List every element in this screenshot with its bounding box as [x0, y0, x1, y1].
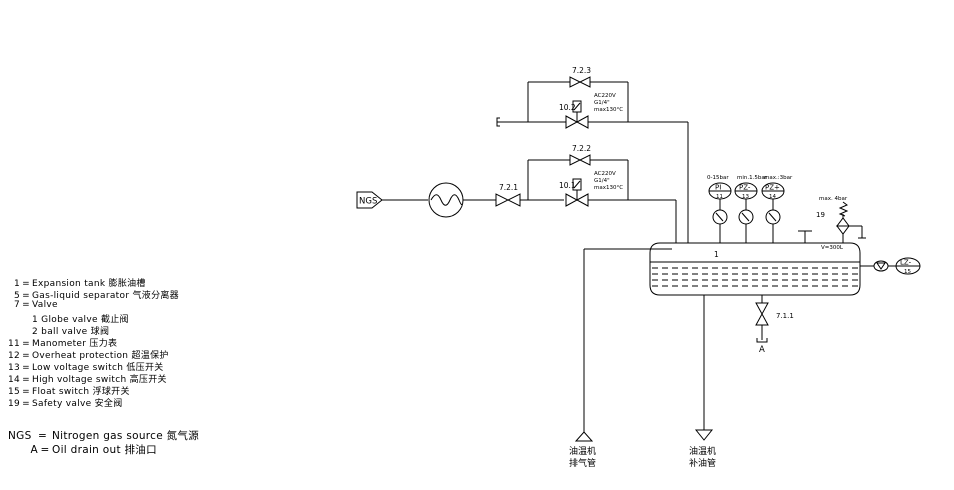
valve-7-1-1-label: 7.1.1 — [776, 312, 794, 320]
high-pressure-switch-14: max.:3bar PZ+ 14 — [761, 175, 793, 243]
manometer-pi-11: 0-15bar PI 11 — [707, 175, 732, 243]
abbrev-item: A=Oil drain out 排油口 — [30, 444, 157, 456]
pz-low-range: min.1.5bar — [737, 175, 768, 181]
sv-10-1-spec-1: AC220V — [594, 171, 616, 177]
legend-item: 7=Valve — [13, 300, 58, 310]
safety-number: 19 — [816, 211, 825, 219]
tank-number: 1 — [714, 250, 719, 259]
sv-10-1-spec-2: G1/4" — [594, 178, 610, 184]
sv-10-1-label: 10.1 — [559, 181, 576, 190]
expansion-tank: 1 V=300L — [649, 230, 861, 296]
pz-high-range: max.:3bar — [764, 175, 793, 181]
valve-7-2-1: 7.2.1 — [495, 183, 528, 207]
legend-item: 15=Float switch 浮球开关 — [7, 387, 130, 397]
low-pressure-switch-13: min.1.5bar PZ- 13 — [734, 175, 768, 243]
sv-10-1-spec-3: max130°C — [594, 185, 623, 191]
tank-volume: V=300L — [821, 245, 844, 251]
legend-item: 11=Manometer 压力表 — [7, 339, 118, 349]
legend-item: 19=Safety valve 安全阀 — [7, 399, 123, 409]
lz-text: LZ- — [900, 259, 912, 267]
sv-10-2-spec-3: max130°C — [594, 107, 623, 113]
safety-valve-19: max. 4bar 19 — [816, 196, 866, 243]
float-switch-15: LZ- 15 — [860, 257, 921, 275]
legend-item: 5=Gas-liquid separator 气液分离器 — [13, 291, 179, 301]
vent-label-1: 油温机 — [569, 445, 596, 457]
feed-label-2: 补油管 — [689, 457, 716, 469]
vent-label-2: 排气管 — [569, 457, 596, 469]
valve-7-2-1-label: 7.2.1 — [499, 183, 518, 192]
lz-number: 15 — [904, 269, 911, 275]
legend-subitem: 2 ball valve 球阀 — [32, 327, 110, 337]
valve-7-2-3-label: 7.2.3 — [572, 66, 591, 75]
sv-10-2-spec-2: G1/4" — [594, 100, 610, 106]
abbrev-item: NGS=Nitrogen gas source 氮气源 — [8, 430, 200, 442]
legend-item: 12=Overheat protection 超温保护 — [7, 351, 169, 361]
pi-number: 11 — [716, 194, 723, 200]
drain-valve-7-1-1: 7.1.1 A — [755, 295, 794, 355]
legend-item: 1=Expansion tank 膨胀油槽 — [13, 279, 146, 289]
pz-low-number: 13 — [742, 194, 749, 200]
upper-valve-branch: 7.2.3 10.2 AC220V G1/4" max130°C — [496, 66, 689, 243]
pz-high-text: PZ+ — [765, 184, 780, 192]
pz-high-number: 14 — [769, 194, 776, 200]
drain-label: A — [759, 345, 765, 355]
separator-symbol — [428, 182, 496, 218]
sv-10-2-spec-1: AC220V — [594, 93, 616, 99]
pz-low-text: PZ- — [739, 184, 751, 192]
ngs-source-symbol: NGS — [356, 191, 428, 209]
pi-text: PI — [715, 184, 721, 192]
pi-range: 0-15bar — [707, 175, 729, 181]
safety-range: max. 4bar — [819, 196, 848, 202]
legend-item: 14=High voltage switch 高压开关 — [7, 375, 167, 385]
legend-item: 13=Low voltage switch 低压开关 — [7, 363, 164, 373]
feed-pipe: 油温机 补油管 — [689, 295, 716, 469]
ngs-label: NGS — [359, 197, 377, 207]
vent-pipe: 油温机 排气管 — [569, 248, 672, 469]
lower-valve-branch: 7.2.2 10.1 AC220V G1/4" max130°C — [527, 144, 677, 243]
feed-label-1: 油温机 — [689, 445, 716, 457]
legend-subitem: 1 Globe valve 截止阀 — [32, 315, 129, 325]
sv-10-2-label: 10.2 — [559, 103, 576, 112]
valve-7-2-2-label: 7.2.2 — [572, 144, 591, 153]
